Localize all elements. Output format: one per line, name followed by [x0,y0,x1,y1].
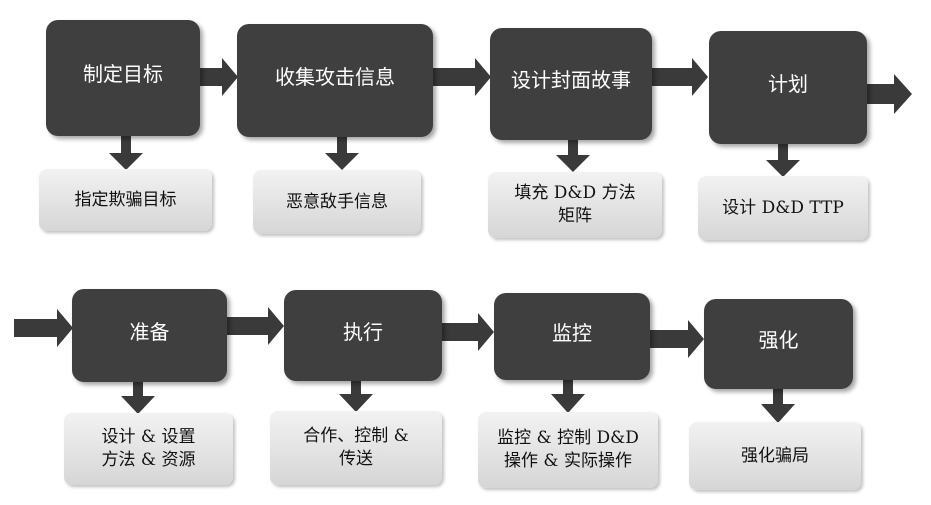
arrow-down-icon [761,388,795,423]
step-label: 执行 [343,319,383,344]
detail-reinforce-deception: 强化骗局 [689,422,861,490]
detail-cooperate-control-deliver: 合作、控制 & 传送 [270,411,442,485]
step-collect-attack-info: 收集攻击信息 [237,24,433,137]
detail-label: 监控 & 控制 D&D 操作 & 实际操作 [497,428,639,471]
step-reinforce: 强化 [704,299,853,389]
arrow-down-icon [551,379,585,413]
arrow-right-icon [199,58,238,96]
step-label: 计划 [768,71,808,96]
step-monitor: 监控 [494,293,650,380]
step-label: 制定目标 [83,62,163,86]
step-label: 强化 [758,328,799,352]
arrow-down-icon [766,144,800,177]
detail-label: 恶意敌手信息 [286,191,388,212]
step-label: 收集攻击信息 [275,64,395,89]
arrow-right-icon [14,309,73,347]
step-label: 准备 [129,319,170,344]
arrow-right-icon [441,313,494,351]
step-label: 设计封面故事 [511,68,631,92]
step-prepare: 准备 [72,289,227,382]
detail-label: 强化骗局 [741,445,809,466]
detail-adversary-info: 恶意敌手信息 [253,170,421,234]
detail-label: 合作、控制 & 传送 [303,426,409,469]
arrow-right-icon [226,307,284,345]
step-label: 监控 [552,320,592,345]
arrow-right-icon [432,58,491,96]
arrow-right-icon [866,74,912,114]
step-design-cover-story: 设计封面故事 [490,28,652,140]
detail-design-setup-methods: 设计 & 设置 方法 & 资源 [64,413,233,485]
detail-specify-deception-target: 指定欺骗目标 [39,169,212,231]
step-execute: 执行 [284,290,442,381]
detail-label: 设计 & 设置 方法 & 资源 [101,427,196,470]
arrow-right-icon [651,58,708,96]
arrow-right-icon [650,320,704,358]
detail-label: 填充 D&D 方法 矩阵 [514,183,636,226]
arrow-down-icon [109,136,143,170]
detail-monitor-control-dd: 监控 & 控制 D&D 操作 & 实际操作 [478,412,658,488]
step-set-goal: 制定目标 [46,20,200,136]
detail-design-dd-ttp: 设计 D&D TTP [698,176,868,240]
arrow-down-icon [121,381,155,414]
detail-label: 指定欺骗目标 [74,189,177,210]
detail-label: 设计 D&D TTP [722,197,844,218]
detail-fill-dd-matrix: 填充 D&D 方法 矩阵 [488,172,662,238]
step-plan: 计划 [709,31,867,144]
arrow-down-icon [556,140,590,172]
arrow-down-icon [339,380,373,412]
arrow-down-icon [325,137,359,170]
